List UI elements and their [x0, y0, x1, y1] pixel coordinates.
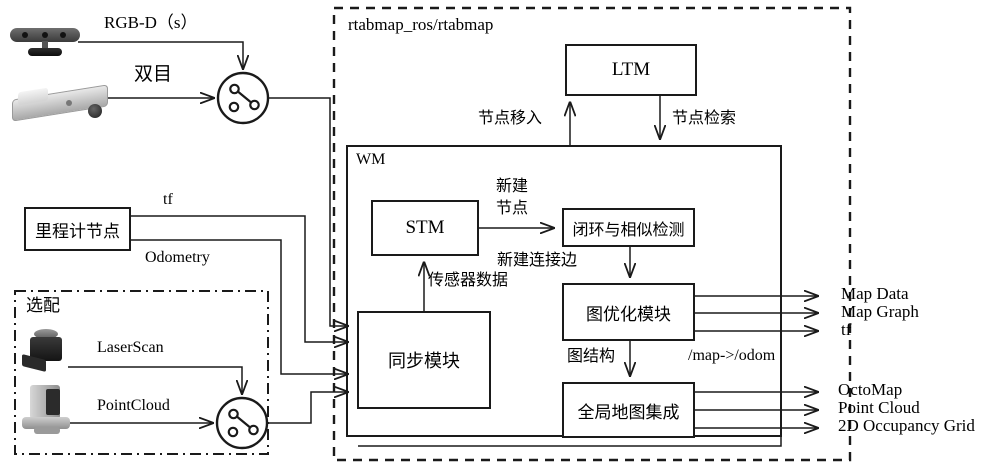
output-label-occupancy-grid: 2D Occupancy Grid: [838, 416, 975, 435]
rgbd-camera-icon: [10, 24, 80, 60]
edge-laserscan-to-merge: [68, 366, 242, 394]
edge-label-pointcloud: PointCloud: [97, 397, 170, 414]
rtabmap-node-boundary: [332, 6, 852, 462]
edge-odometry-to-sync: [130, 239, 348, 374]
edge-map-to-odom-feedback: [358, 331, 782, 447]
ltm-box: [565, 44, 697, 96]
output-label-octomap: OctoMap: [838, 380, 903, 399]
output-label-point-cloud: Point Cloud: [838, 398, 920, 417]
loop-closure-box: [562, 208, 695, 247]
stereo-camera-icon: [8, 78, 108, 122]
global-map-assembly-label: 全局地图集成: [577, 402, 680, 423]
output-label-tf: tf: [841, 320, 852, 339]
stm-label: STM: [405, 217, 445, 238]
sync-module-label: 同步模块: [388, 351, 460, 372]
edge-label-node-transfer-in: 节点移入: [478, 108, 543, 127]
ltm-label: LTM: [611, 59, 651, 80]
edge-tf-to-sync: [130, 215, 348, 342]
graph-optimization-box: [562, 283, 695, 341]
sync-module-box: [357, 311, 491, 409]
laser-scanner-icon: [22, 329, 72, 375]
working-memory-label: WM: [356, 151, 386, 168]
edge-label-new-edge: 新建连接边: [497, 250, 578, 269]
output-label-map-graph: Map Graph: [841, 302, 919, 321]
odometry-node-label: 里程计节点: [35, 221, 120, 242]
edge-label-new-node-line2: 节点: [496, 198, 529, 217]
graph-optimization-label: 图优化模块: [586, 304, 671, 325]
edge-rgbd-to-merge: [78, 41, 243, 69]
edge-label-odometry-in: Odometry: [145, 249, 210, 266]
edge-label-graph-structure: 图结构: [567, 346, 616, 365]
edge-label-laserscan: LaserScan: [97, 339, 164, 356]
loop-closure-label: 闭环与相似检测: [572, 219, 685, 239]
edge-lidar-merge-to-sync: [267, 392, 348, 424]
output-label-map-data: Map Data: [841, 284, 909, 303]
lidar-merge-node-icon: [215, 396, 269, 450]
optional-group-label: 选配: [26, 296, 60, 316]
edge-label-stereo: 双目: [134, 63, 173, 85]
edge-label-rgbd: RGB-D（s）: [104, 13, 198, 32]
node-title-label: rtabmap_ros/rtabmap: [348, 15, 494, 34]
edge-label-map-to-odom: /map->/odom: [688, 347, 776, 364]
edge-label-new-node-line1: 新建: [496, 176, 529, 195]
odometry-node-box: [24, 207, 131, 251]
edge-camera-merge-to-sync: [268, 97, 348, 326]
edge-label-node-retrieval: 节点检索: [672, 108, 737, 127]
point-cloud-sensor-icon: [20, 385, 74, 437]
camera-merge-node-icon: [216, 71, 270, 125]
edge-label-sensor-data: 传感器数据: [428, 270, 509, 289]
edge-label-tf-in: tf: [163, 191, 173, 208]
